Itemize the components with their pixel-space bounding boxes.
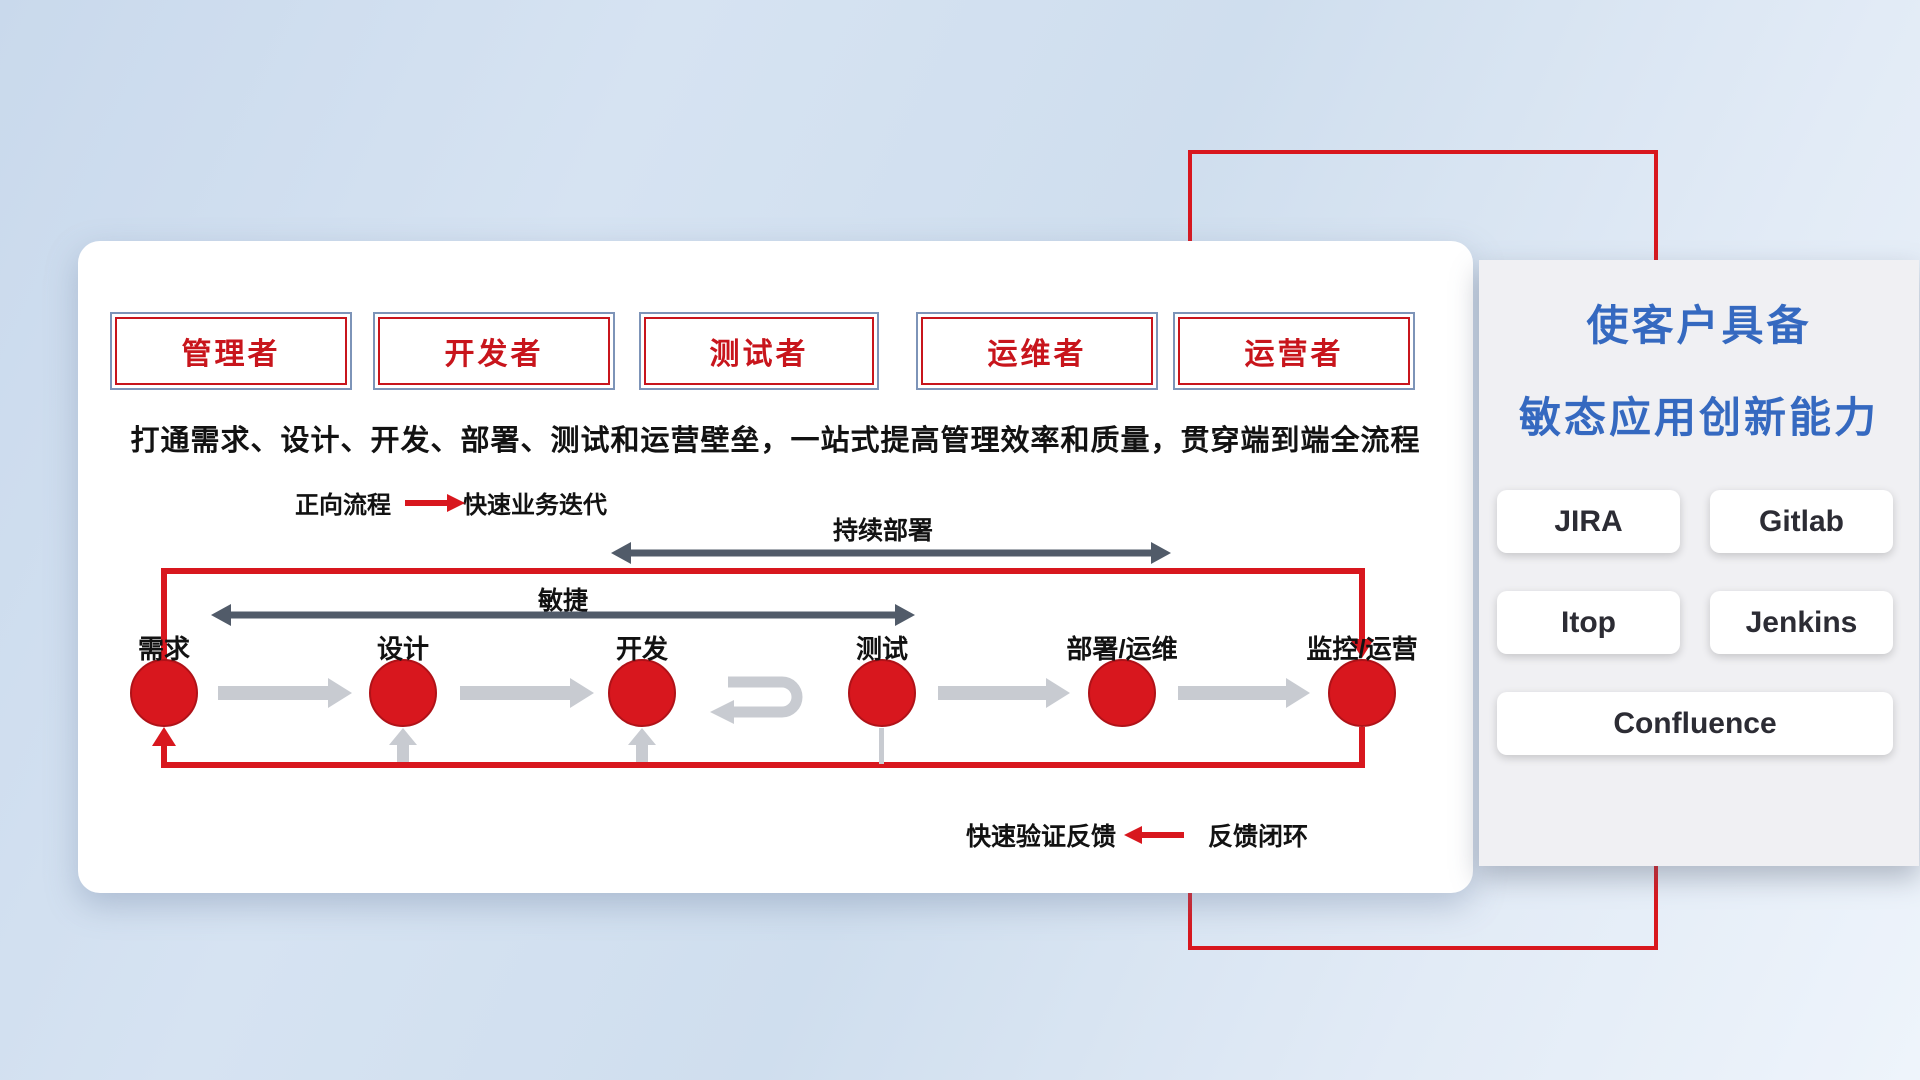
devops-flow-panel: 管理者 开发者 测试者 运维者 运营者 打通需求、设计、开发、部署、测试和运营壁… (78, 241, 1473, 893)
tools-title-line2: 敏态应用创新能力 (1518, 394, 1879, 441)
legend-forward-label: 正向流程 (295, 492, 391, 519)
feedback-up-arrow-icon (389, 728, 417, 762)
stage-arrow-icon (1178, 678, 1310, 708)
legend-feedback-label: 快速验证反馈 (966, 823, 1117, 851)
role-label: 运营者 (1244, 338, 1344, 371)
span-arrowhead-left-icon (211, 604, 231, 626)
tools-title-line1: 使客户具备 (1586, 302, 1812, 349)
stage-label-deploy-ops: 部署/运维 (1066, 634, 1178, 664)
feedback-connector-line (879, 728, 884, 764)
role-box-operator: 运营者 (1173, 312, 1415, 390)
legend-forward-value: 快速业务迭代 (463, 492, 607, 519)
iteration-loop-icon (728, 676, 803, 718)
role-box-manager: 管理者 (110, 312, 352, 390)
span-arrowhead-right-icon (895, 604, 915, 626)
stage-label-develop: 开发 (615, 634, 669, 664)
stage-node-requirement (130, 659, 198, 727)
stage-node-develop (608, 659, 676, 727)
feedback-loop-line (161, 727, 1365, 768)
tool-chip-confluence: Confluence (1497, 692, 1893, 755)
stage-node-design (369, 659, 437, 727)
role-box-tester: 测试者 (639, 312, 879, 390)
tool-chip-jira: JIRA (1497, 490, 1680, 553)
agile-label: 敏捷 (537, 587, 589, 615)
flow-description: 打通需求、设计、开发、部署、测试和运营壁垒，一站式提高管理效率和质量，贯穿端到端… (130, 425, 1421, 457)
role-label: 开发者 (444, 338, 544, 371)
forward-loop-line (161, 568, 1365, 661)
stage-node-monitor-operate (1328, 659, 1396, 727)
tool-chip-itop: Itop (1497, 591, 1680, 654)
role-box-ops: 运维者 (916, 312, 1158, 390)
feedback-up-arrow-icon (628, 728, 656, 762)
tool-chip-jenkins: Jenkins (1710, 591, 1893, 654)
flow-diagram (130, 542, 1396, 768)
stage-label-monitor-operate: 监控/运营 (1306, 634, 1418, 664)
continuous-deploy-label: 持续部署 (832, 517, 934, 545)
iteration-loop-arrowhead-icon (710, 700, 734, 724)
role-label: 运维者 (987, 338, 1087, 371)
forward-arrow-icon (405, 493, 465, 512)
stage-label-test: 测试 (855, 634, 909, 664)
tool-chip-gitlab: Gitlab (1710, 490, 1893, 553)
tools-grid: JIRA Gitlab Itop Jenkins Confluence (1479, 444, 1919, 755)
stage-label-design: 设计 (376, 634, 430, 664)
tools-panel-title: 使客户具备 敏态应用创新能力 (1479, 300, 1919, 444)
role-label: 管理者 (181, 338, 281, 371)
role-label: 测试者 (709, 338, 809, 371)
stage-arrow-icon (460, 678, 594, 708)
stage-label-requirement: 需求 (137, 634, 191, 664)
legend-feedback-value: 反馈闭环 (1208, 823, 1309, 851)
role-box-developer: 开发者 (373, 312, 615, 390)
feedback-loop-arrowhead-icon (152, 727, 176, 746)
forward-loop-arrowhead-icon (1350, 639, 1374, 658)
stage-node-test (848, 659, 916, 727)
stage-arrow-icon (218, 678, 352, 708)
stage-node-deploy-ops (1088, 659, 1156, 727)
tools-panel: 使客户具备 敏态应用创新能力 JIRA Gitlab Itop Jenkins … (1479, 260, 1919, 866)
feedback-arrow-icon (1124, 826, 1185, 844)
span-arrowhead-left-icon (611, 542, 631, 564)
stage-arrow-icon (938, 678, 1070, 708)
span-arrowhead-right-icon (1151, 542, 1171, 564)
legend-forward: 正向流程 快速业务迭代 (295, 485, 607, 520)
legend-feedback: 快速验证反馈 反馈闭环 (966, 817, 1308, 853)
